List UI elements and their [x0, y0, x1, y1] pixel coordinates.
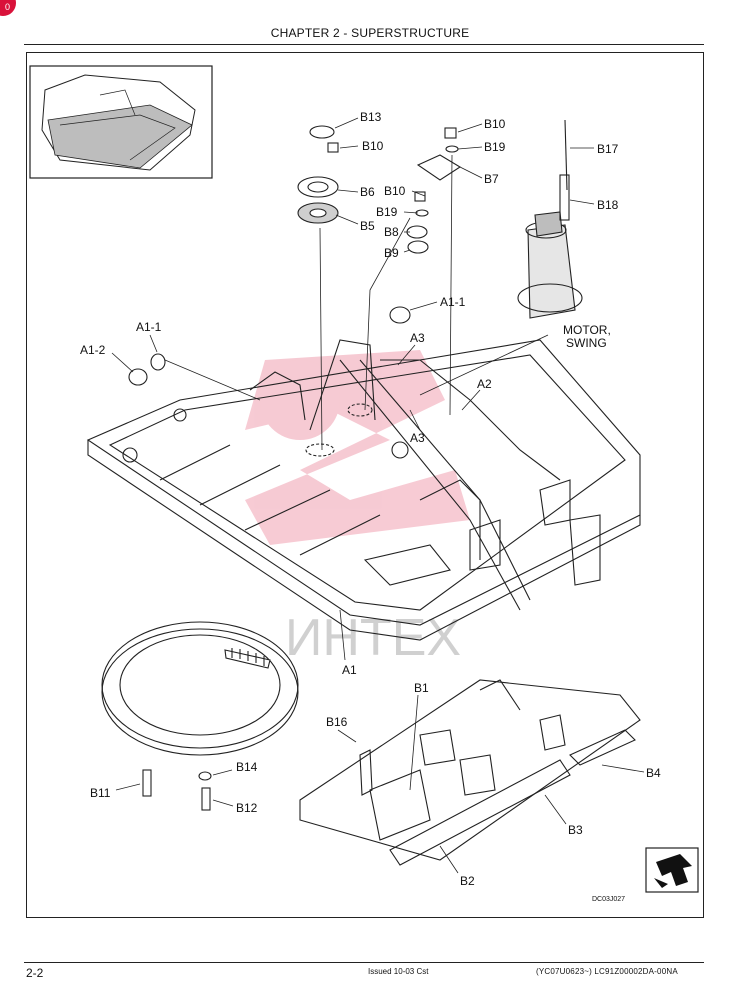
illustration-frame [26, 52, 704, 918]
callout-b17: B17 [597, 142, 619, 156]
callout-b10-middle: B10 [384, 184, 406, 198]
orientation-arrow-icon [645, 847, 699, 893]
callout-b11: B11 [90, 786, 111, 800]
footer-issued: Issued 10-03 Cst [368, 967, 429, 976]
swing-bearing-ring [101, 621, 299, 756]
watermark-logo [245, 350, 470, 545]
callout-b6: B6 [360, 185, 375, 199]
callout-b19-upper: B19 [484, 140, 506, 154]
callout-motor-line1: MOTOR, [563, 323, 611, 337]
main-frame-a1 [86, 339, 641, 641]
callout-b10-upper-right: B10 [484, 117, 506, 131]
callout-b9: B9 [384, 246, 399, 260]
callout-a1-2: A1-2 [80, 343, 106, 357]
callout-b1: B1 [414, 681, 429, 695]
page-corner-badge: 0 [0, 0, 16, 16]
callout-a1: A1 [342, 663, 357, 677]
lower-frame-detail [299, 679, 641, 866]
callout-b10-upper-left: B10 [362, 139, 384, 153]
callout-a3-upper: A3 [410, 331, 425, 345]
footer-doc-ref: (YC07U0623~) LC91Z00002DA-00NA [536, 967, 678, 976]
callout-b3: B3 [568, 823, 583, 837]
callout-a2: A2 [477, 377, 492, 391]
callout-a3-lower: A3 [410, 431, 425, 445]
callout-b19-middle: B19 [376, 205, 398, 219]
footer-rule [24, 962, 704, 963]
callout-b8: B8 [384, 225, 399, 239]
overview-inset [29, 65, 213, 179]
swing-motor [517, 119, 583, 319]
callout-a1-1-left: A1-1 [136, 320, 162, 334]
callout-b7: B7 [484, 172, 499, 186]
callout-b5: B5 [360, 219, 375, 233]
header-rule [24, 44, 704, 45]
callout-b14: B14 [236, 760, 258, 774]
callout-b16: B16 [326, 715, 348, 729]
leader-lines [111, 117, 645, 874]
callout-a1-1-right: A1-1 [440, 295, 466, 309]
callout-b13: B13 [360, 110, 382, 124]
footer-page-number: 2-2 [26, 966, 44, 980]
callout-b12: B12 [236, 801, 258, 815]
page-header-title: CHAPTER 2 - SUPERSTRUCTURE [270, 26, 470, 40]
callout-b2: B2 [460, 874, 475, 888]
callout-b4: B4 [646, 766, 661, 780]
callout-motor-line2: SWING [566, 336, 607, 350]
callout-b18: B18 [597, 198, 619, 212]
figure-code: DC03J027 [592, 896, 625, 903]
